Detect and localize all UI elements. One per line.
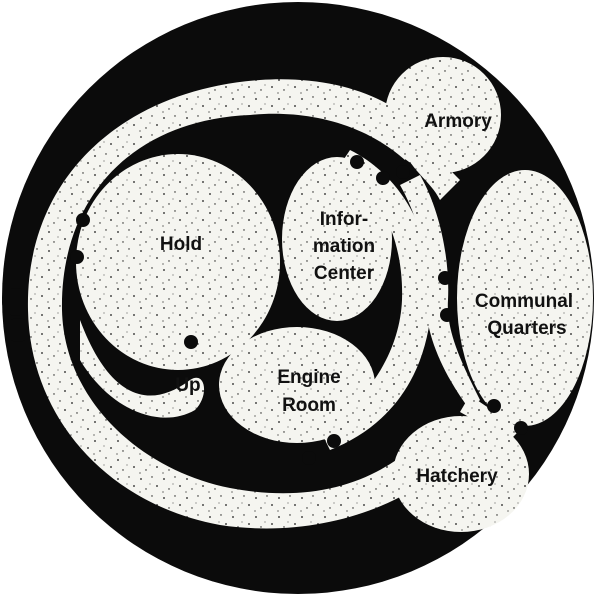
label-information-center-2: mation (313, 236, 375, 257)
label-communal-quarters-1: Communal (475, 291, 573, 312)
door-node (350, 155, 364, 169)
door-node (76, 213, 90, 227)
door-node (487, 399, 501, 413)
label-armory: Armory (424, 111, 492, 132)
label-hatchery: Hatchery (416, 466, 498, 487)
room-hold[interactable] (76, 154, 280, 370)
label-hold: Hold (160, 234, 202, 255)
door-node (440, 308, 454, 322)
door-node (327, 434, 341, 448)
door-node (70, 250, 84, 264)
hull-port-knob-lower (6, 318, 30, 342)
door-node (376, 171, 390, 185)
label-information-center-3: Center (314, 263, 375, 284)
door-node (184, 335, 198, 349)
label-up: Up (175, 375, 200, 396)
door-node (396, 165, 410, 179)
label-engine-room-1: Engine (277, 367, 340, 388)
label-engine-room-2: Room (282, 395, 336, 416)
door-node (514, 421, 528, 435)
door-node (302, 451, 316, 465)
hull-port-knob (2, 288, 30, 316)
door-node (438, 271, 452, 285)
label-information-center-1: Infor- (320, 209, 369, 230)
label-communal-quarters-2: Quarters (487, 318, 566, 339)
